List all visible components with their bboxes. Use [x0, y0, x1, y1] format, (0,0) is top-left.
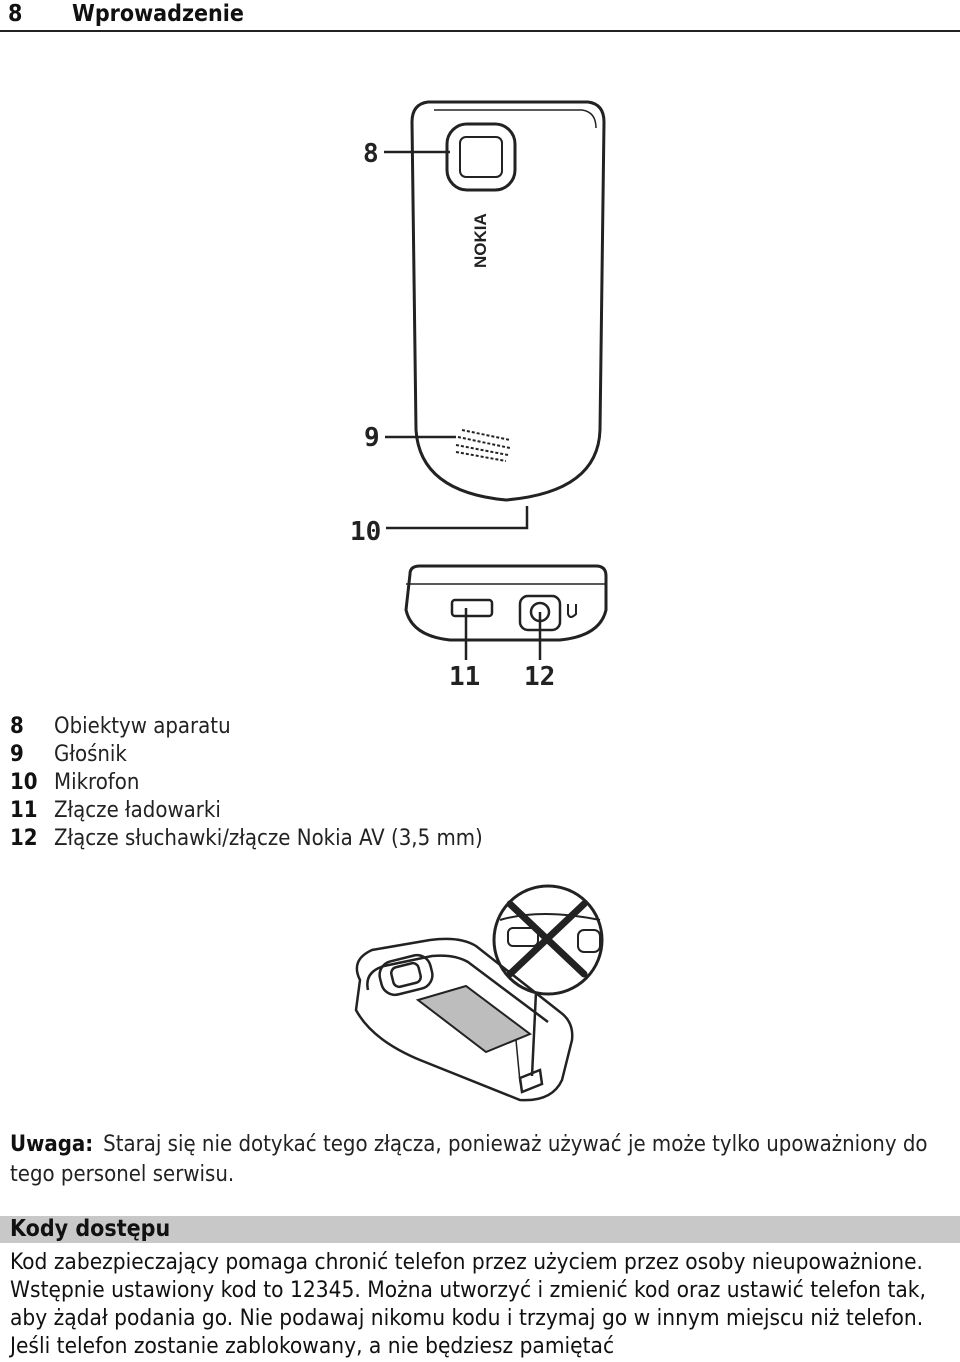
note-label: Uwaga: — [10, 1132, 94, 1157]
charger-port-icon — [450, 598, 494, 618]
body-paragraph: Kod zabezpieczający pomaga chronić telef… — [10, 1249, 926, 1359]
callout-8: 8 — [363, 139, 379, 169]
cross-mark-icon — [506, 900, 588, 978]
speaker-grill-icon — [455, 429, 511, 462]
brand-logo: NOKIA — [471, 213, 490, 268]
section-heading-bar: Kody dostępu — [0, 1216, 960, 1243]
phone-back-illustration: 8 9 10 11 12 NOKIA — [350, 100, 608, 692]
page-header: 8 Wprowadzenie — [0, 0, 960, 32]
magnifier-circle — [492, 884, 604, 996]
section-title: Kody dostępu — [10, 1216, 171, 1242]
section-body: Kod zabezpieczający pomaga chronić telef… — [10, 1248, 955, 1360]
warning-note: Uwaga:Staraj się nie dotykać tego złącza… — [10, 1130, 950, 1190]
page-number: 8 — [8, 1, 23, 27]
note-text: Staraj się nie dotykać tego złącza, poni… — [10, 1132, 928, 1187]
connector-warning-illustration — [354, 884, 604, 1102]
callout-11: 11 — [449, 662, 480, 692]
callout-10: 10 — [350, 517, 381, 547]
callout-12: 12 — [524, 662, 555, 692]
chapter-title: Wprowadzenie — [72, 1, 244, 27]
callout-9: 9 — [364, 423, 380, 453]
camera-lens-icon — [445, 122, 517, 192]
